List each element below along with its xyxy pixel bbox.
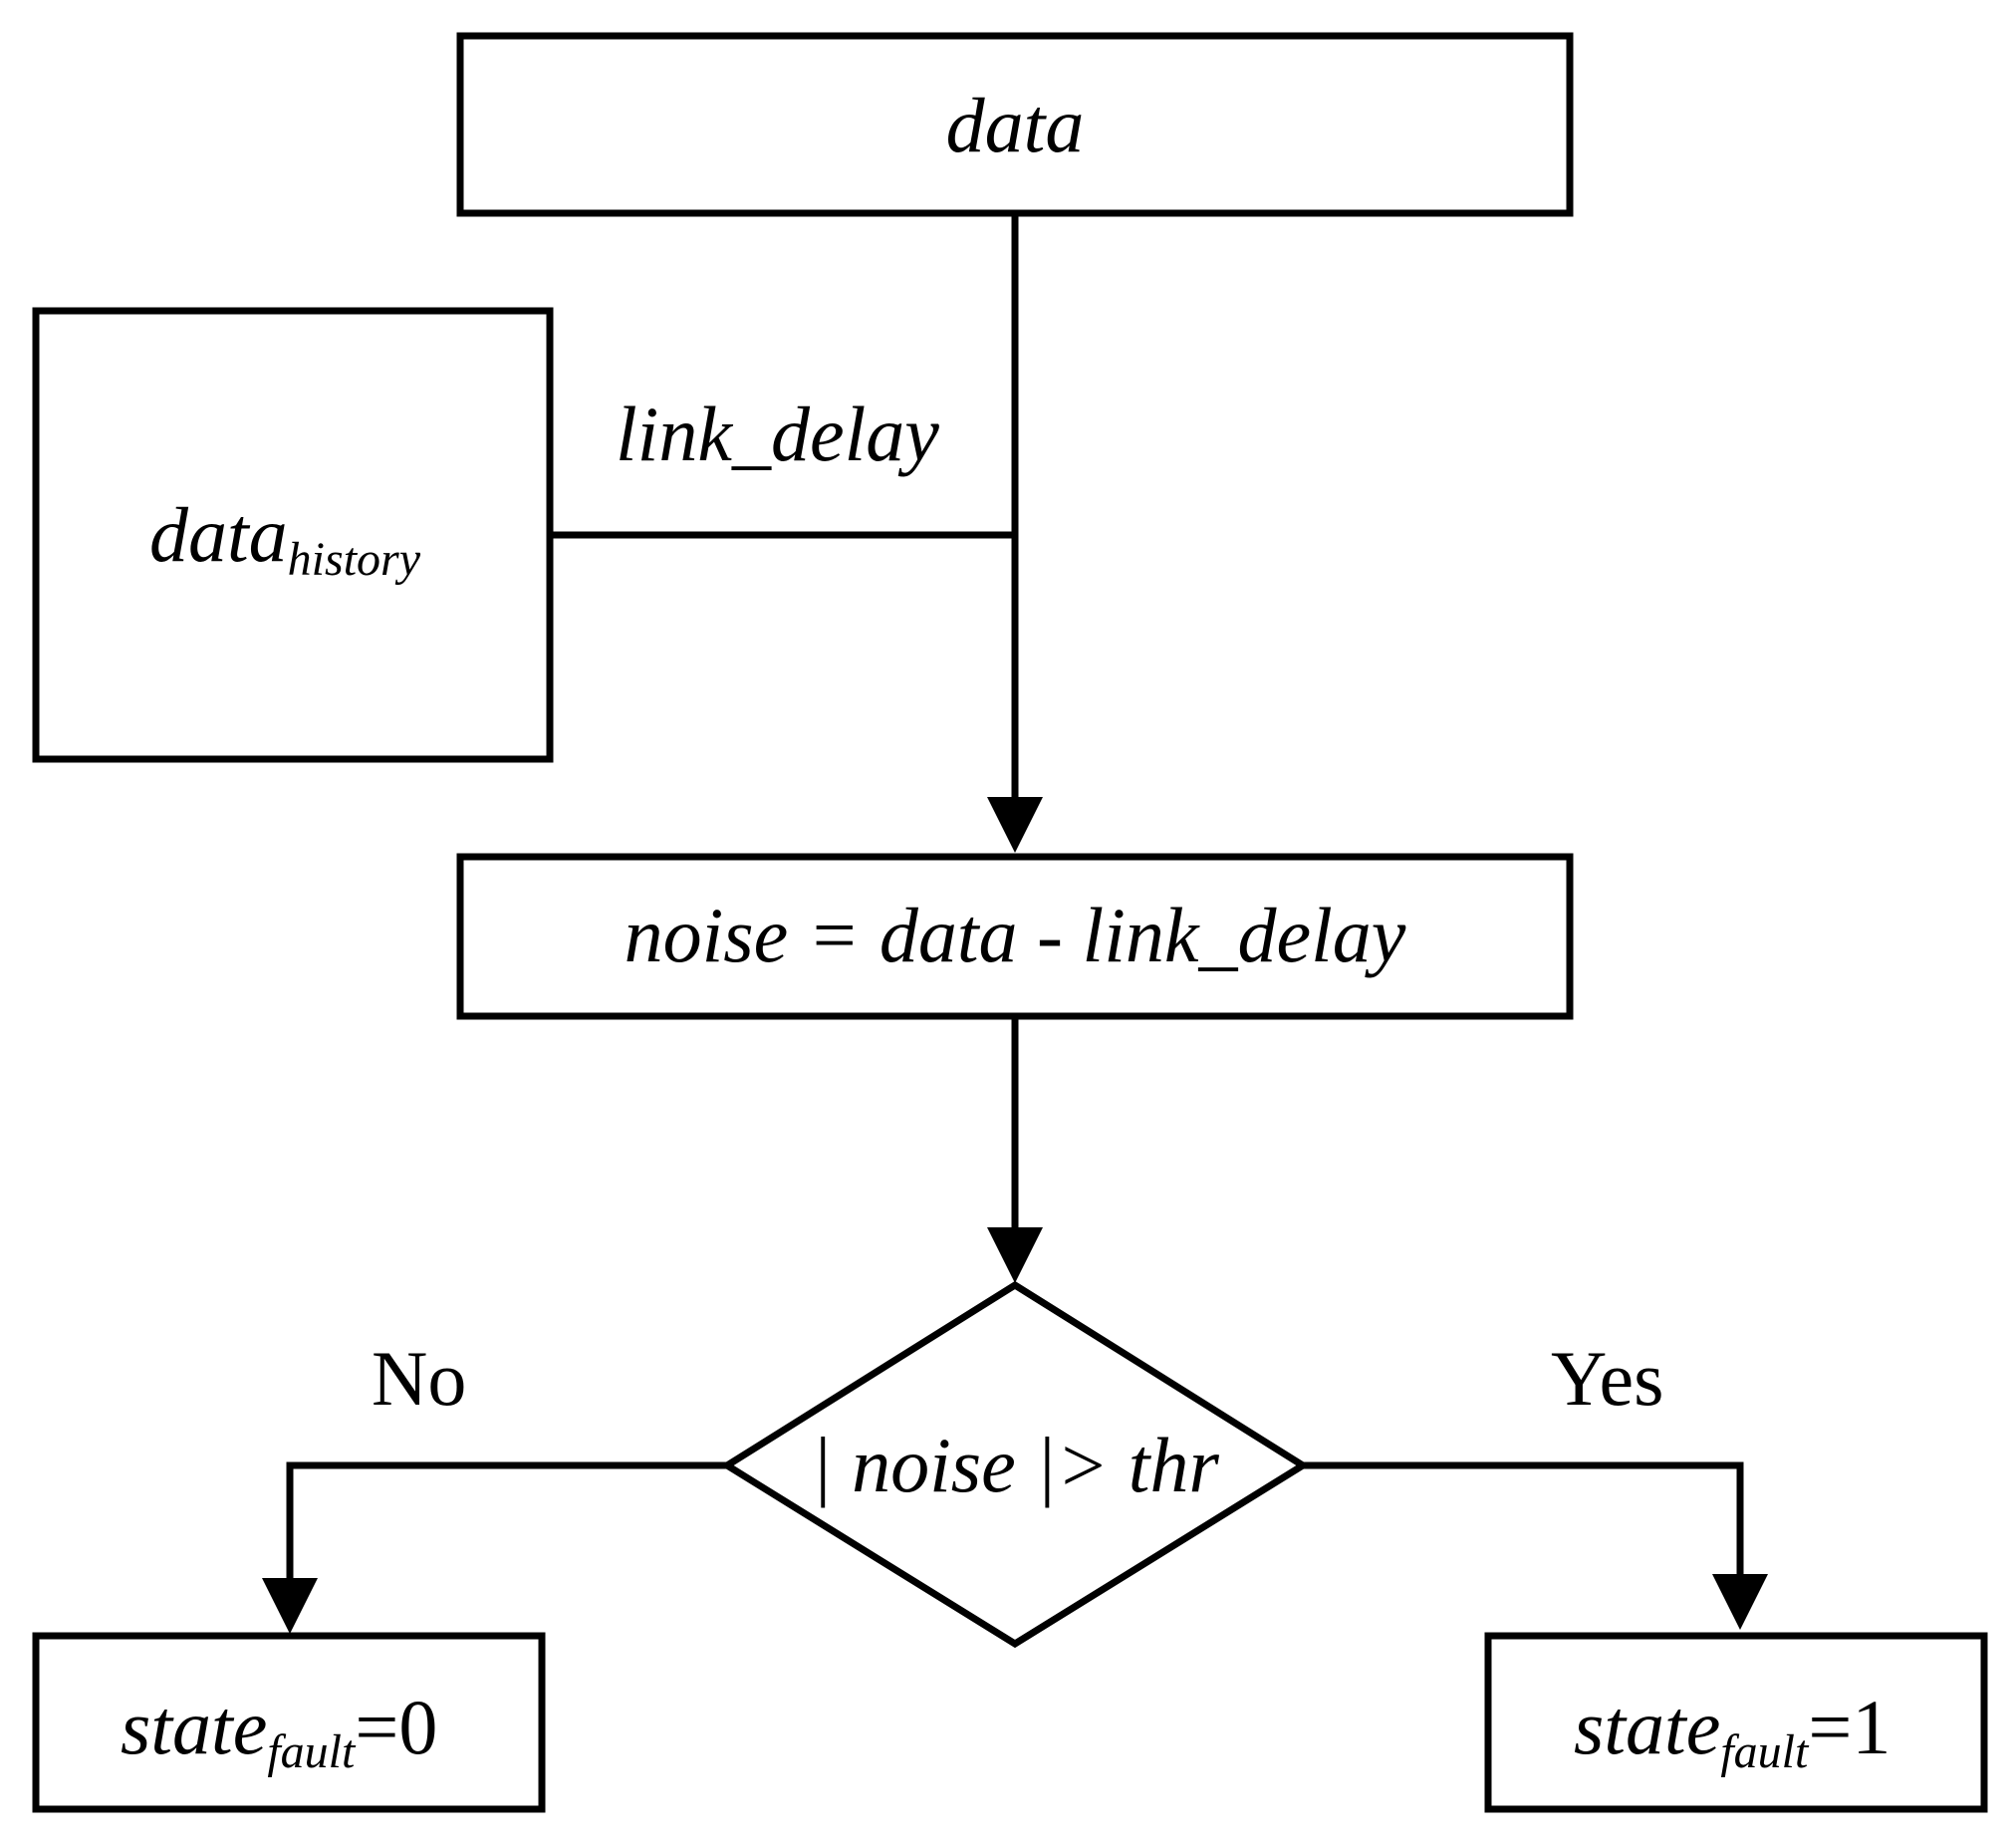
edge-decision-yes: Yes: [1303, 1335, 1768, 1630]
arrowhead: [1712, 1574, 1768, 1630]
node-noise: noise = data - link_delay: [456, 853, 1574, 1020]
state0-sub: fault: [267, 1725, 357, 1778]
node-noise-label: noise = data - link_delay: [625, 892, 1406, 978]
edge-yes-label: Yes: [1551, 1335, 1664, 1422]
edge-noise-to-decision: [987, 1016, 1043, 1283]
state0-main: state: [121, 1684, 267, 1770]
state0-suffix: =0: [355, 1684, 437, 1770]
node-data-label: data: [946, 82, 1085, 168]
arrowhead: [987, 1227, 1043, 1283]
node-state-fault-0-label: statefault=0: [121, 1684, 437, 1778]
state1-suffix: =1: [1808, 1684, 1890, 1770]
arrowhead: [262, 1578, 318, 1634]
history-sub: history: [288, 533, 421, 586]
history-main: data: [149, 491, 288, 578]
node-decision-label: | noise |> thr: [811, 1422, 1219, 1508]
node-state-fault-1: statefault=1: [1484, 1632, 1988, 1813]
edge-decision-no: No: [262, 1335, 727, 1634]
arrowhead: [987, 797, 1043, 853]
node-data-history-label: datahistory: [149, 491, 421, 586]
edge-no-label: No: [372, 1335, 466, 1422]
node-data-history: datahistory: [32, 307, 554, 763]
node-state-fault-0: statefault=0: [32, 1632, 546, 1813]
node-decision: | noise |> thr: [720, 1280, 1310, 1649]
edge-link-delay-label: link_delay: [616, 391, 939, 477]
node-state-fault-1-label: statefault=1: [1574, 1684, 1890, 1778]
edge-data-to-noise: [987, 213, 1043, 853]
state1-main: state: [1574, 1684, 1720, 1770]
node-data: data: [456, 32, 1574, 217]
edge-history-to-main: link_delay: [550, 391, 1015, 539]
state1-sub: fault: [1720, 1725, 1810, 1778]
